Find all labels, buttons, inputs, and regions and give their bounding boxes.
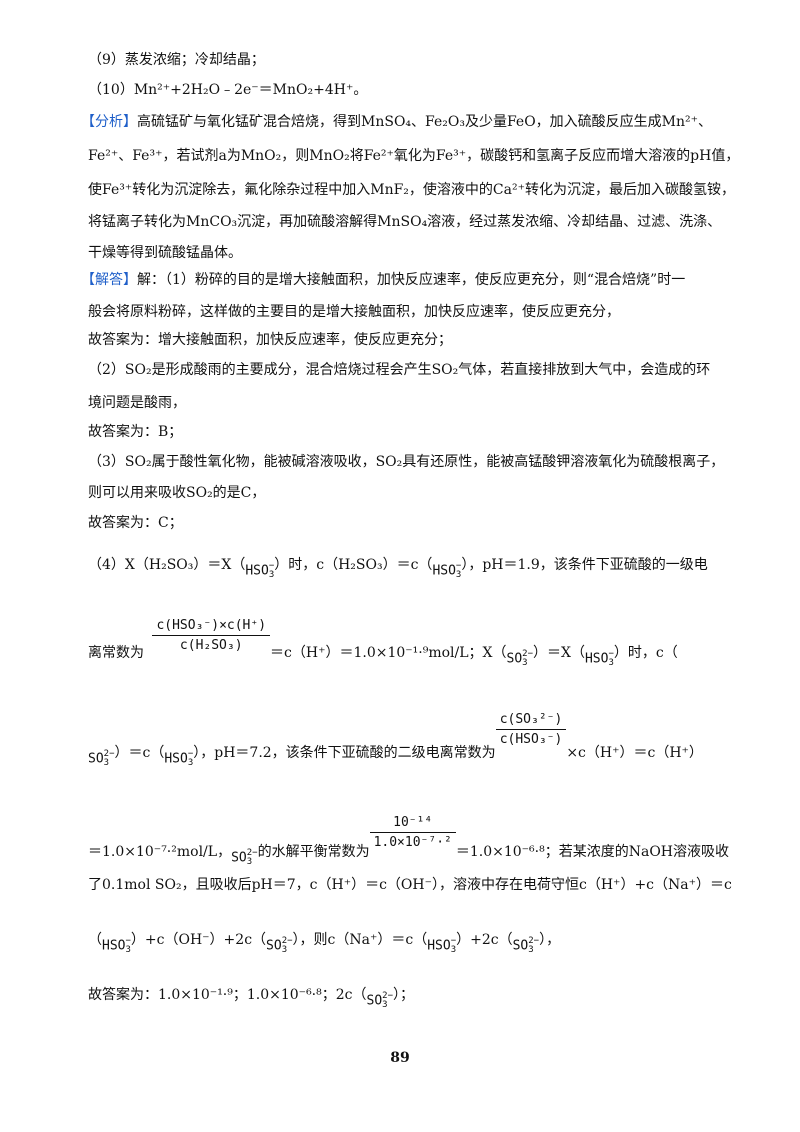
- text-run: （: [88, 932, 102, 948]
- analysis-line-3: 使Fe³⁺转化为沉淀除去，氟化除杂过程中加入MnF₂，使溶液中的Ca²⁺转化为沉…: [88, 182, 735, 198]
- text-run: ＝c（H⁺）＝1.0×10⁻¹·⁹mol/L；X（: [270, 645, 507, 661]
- text-run: ）时，c（: [613, 645, 678, 661]
- solution-tag: 【解答】: [81, 272, 137, 288]
- ka1-fraction: c(HSO₃⁻)×c(H⁺)c(H₂SO₃): [152, 618, 271, 653]
- hso3-ion: HSO−3: [102, 935, 131, 955]
- text-run: ），pH＝7.2，该条件下亚硫酸的二级电离常数为: [193, 745, 496, 761]
- text-run: 离常数为: [88, 645, 144, 661]
- solution-line-8: 则可以用来吸收SO₂的是C，: [88, 485, 266, 501]
- hso3-ion: HSO−3: [245, 560, 275, 580]
- part4-line-1: （4）X（H₂SO₃）＝X（HSO−3）时，c（H₂SO₃）＝c（HSO−3），…: [88, 555, 728, 580]
- text-run: ）+c（OH⁻）+2c（: [130, 932, 267, 948]
- text-run: ＝1.0×10⁻⁷·²mol/L，: [88, 844, 232, 860]
- solution-text: 解：（1）粉碎的目的是增大接触面积，加快反应速率，使反应更充分，则“混合焙烧”时…: [137, 272, 686, 288]
- analysis-tag: 【分析】: [81, 114, 137, 130]
- text-run: ）＝c（: [114, 745, 165, 761]
- hso3-ion: HSO−3: [584, 648, 614, 668]
- text-run: ）＝X（: [533, 645, 585, 661]
- text-run: 的水解平衡常数为: [257, 844, 370, 860]
- solution-line-3: 故答案为：增大接触面积，加快反应速率，使反应更充分；: [88, 332, 452, 348]
- analysis-line-1: 【分析】高硫锰矿与氧化锰矿混合焙烧，得到MnSO₄、Fe₂O₃及少量FeO，加入…: [81, 112, 721, 132]
- ka2-fraction: c(SO₃²⁻)c(HSO₃⁻): [495, 712, 567, 747]
- text-run: ），则c（Na⁺）＝c（: [292, 932, 428, 948]
- solution-line-6: 故答案为：B；: [88, 424, 183, 440]
- solution-line-4: （2）SO₂是形成酸雨的主要成分，混合焙烧过程会产生SO₂气体，若直接排放到大气…: [88, 362, 711, 378]
- page-number: 89: [390, 1050, 410, 1066]
- hso3-ion: HSO−3: [164, 748, 194, 768]
- solution-line-2: 般会将原料粉碎，这样做的主要目的是增大接触面积，加快反应速率，使反应更充分，: [88, 304, 620, 320]
- analysis-line-4: 将锰离子转化为MnCO₃沉淀，再加硫酸溶解得MnSO₄溶液，经过蒸发浓缩、冷却结…: [88, 214, 722, 230]
- text-run: （4）X（H₂SO₃）＝X（: [88, 557, 246, 573]
- text-run: ）时，c（H₂SO₃）＝c（: [274, 557, 433, 573]
- solution-line-5: 境问题是酸雨，: [88, 395, 186, 411]
- analysis-text: 高硫锰矿与氧化锰矿混合焙烧，得到MnSO₄、Fe₂O₃及少量FeO，加入硫酸反应…: [137, 114, 713, 130]
- text-run: ），: [539, 932, 561, 948]
- solution-line-9: 故答案为：C；: [88, 515, 183, 531]
- analysis-line-2: Fe²⁺、Fe³⁺，若试剂a为MnO₂，则MnO₂将Fe²⁺氧化为Fe³⁺，碳酸…: [88, 148, 740, 164]
- solution-line-7: （3）SO₂属于酸性氧化物，能被碱溶液吸收，SO₂具有还原性，能被高锰酸钾溶液氧…: [88, 454, 725, 470]
- answer-line-10: （10）Mn²⁺+2H₂O﹣2e⁻＝MnO₂+4H⁺。: [88, 82, 368, 98]
- text-run: ）；: [393, 987, 414, 1003]
- answer-line-9: （9）蒸发浓缩；冷却结晶；: [88, 52, 265, 68]
- part4-line-5: 了0.1mol SO₂，且吸收后pH＝7，c（H⁺）＝c（OH⁻），溶液中存在电…: [88, 877, 732, 893]
- text-run: ×c（H⁺）＝c（H⁺）: [566, 745, 703, 761]
- text-run: ）+2c（: [456, 932, 513, 948]
- text-run: ），pH＝1.9，该条件下亚硫酸的一级电: [461, 557, 708, 573]
- solution-line-1: 【解答】解：（1）粉碎的目的是增大接触面积，加快反应速率，使反应更充分，则“混合…: [81, 270, 721, 290]
- analysis-line-5: 干燥等得到硫酸锰晶体。: [88, 245, 242, 261]
- text-run: 故答案为：1.0×10⁻¹·⁹；1.0×10⁻⁶·⁸；2c（: [88, 987, 367, 1003]
- hso3-ion: HSO−3: [432, 560, 462, 580]
- part4-line-2: 离常数为 c(HSO₃⁻)×c(H⁺)c(H₂SO₃)＝c（H⁺）＝1.0×10…: [88, 618, 728, 673]
- hso3-ion: HSO−3: [427, 935, 457, 955]
- text-run: ＝1.0×10⁻⁶·⁸；若某浓度的NaOH溶液吸收: [455, 844, 730, 860]
